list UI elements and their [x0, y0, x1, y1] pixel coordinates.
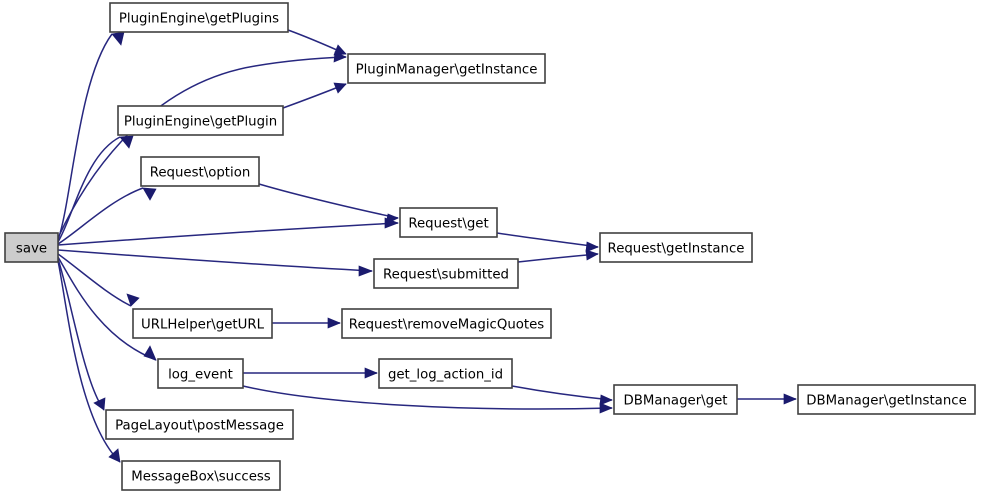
node-save[interactable]: save — [4, 232, 59, 263]
node-request_submitted[interactable]: Request\submitted — [373, 258, 519, 289]
edge-request_get-to-request_get_instance — [496, 232, 599, 253]
edge-save-to-page_layout_post_message — [57, 258, 106, 411]
edge-save-to-plugin_manager_get_instance — [57, 51, 347, 239]
arrowhead-icon — [599, 394, 613, 406]
arrowhead-icon — [333, 82, 347, 94]
arrowhead-icon — [126, 293, 140, 307]
edges-layer — [57, 29, 797, 463]
arrowhead-icon — [108, 448, 121, 463]
node-box[interactable] — [140, 156, 260, 187]
node-db_manager_get_instance[interactable]: DBManager\getInstance — [797, 384, 976, 415]
node-request_remove_magic_quotes[interactable]: Request\removeMagicQuotes — [341, 308, 552, 339]
arrowhead-icon — [599, 402, 613, 414]
arrowhead-icon — [119, 135, 134, 149]
arrowhead-icon — [783, 393, 797, 405]
node-box[interactable] — [105, 409, 294, 440]
node-box[interactable] — [4, 232, 59, 263]
node-box[interactable] — [121, 460, 281, 491]
node-plugin_engine_get_plugin[interactable]: PluginEngine\getPlugin — [117, 105, 284, 136]
edge-save-to-message_box_success — [57, 260, 121, 463]
edge-save-to-request_get — [57, 217, 399, 246]
node-plugin_manager_get_instance[interactable]: PluginManager\getInstance — [347, 53, 546, 84]
edge-db_manager_get-to-db_manager_get_instance — [737, 393, 797, 405]
node-box[interactable] — [373, 258, 519, 289]
edge-save-to-request_submitted — [57, 249, 373, 277]
edge-request_option-to-request_get — [258, 183, 399, 225]
node-box[interactable] — [157, 358, 244, 389]
edge-plugin_engine_get_plugins-to-plugin_manager_get_instance — [287, 29, 347, 56]
node-url_helper_get_url[interactable]: URLHelper\getURL — [132, 308, 273, 339]
arrowhead-icon — [333, 44, 347, 56]
node-box[interactable] — [341, 308, 552, 339]
node-request_get[interactable]: Request\get — [399, 207, 498, 238]
node-box[interactable] — [132, 308, 273, 339]
arrowhead-icon — [143, 345, 157, 361]
node-get_log_action_id[interactable]: get_log_action_id — [378, 358, 513, 389]
node-request_get_instance[interactable]: Request\getInstance — [599, 232, 753, 263]
node-box[interactable] — [797, 384, 976, 415]
edge-request_submitted-to-request_get_instance — [517, 249, 599, 263]
node-plugin_engine_get_plugins[interactable]: PluginEngine\getPlugins — [109, 2, 289, 33]
node-message_box_success[interactable]: MessageBox\success — [121, 460, 281, 491]
arrowhead-icon — [385, 213, 399, 225]
edge-save-to-log_event — [57, 256, 157, 361]
arrowhead-icon — [93, 397, 106, 411]
node-box[interactable] — [613, 384, 738, 415]
edge-log_event-to-db_manager_get — [242, 385, 613, 414]
node-box[interactable] — [109, 2, 289, 33]
arrowhead-icon — [364, 367, 378, 379]
node-box[interactable] — [347, 53, 546, 84]
node-box[interactable] — [399, 207, 498, 238]
node-db_manager_get[interactable]: DBManager\get — [613, 384, 738, 415]
arrowhead-icon — [142, 187, 157, 201]
edge-log_event-to-get_log_action_id — [243, 367, 378, 379]
node-box[interactable] — [378, 358, 513, 389]
node-box[interactable] — [117, 105, 284, 136]
edge-save-to-plugin_engine_get_plugin — [57, 135, 134, 243]
arrowhead-icon — [585, 241, 599, 253]
node-page_layout_post_message[interactable]: PageLayout\postMessage — [105, 409, 294, 440]
node-box[interactable] — [599, 232, 753, 263]
arrowhead-icon — [327, 317, 341, 329]
edge-save-to-plugin_engine_get_plugins — [57, 31, 125, 241]
edge-plugin_engine_get_plugin-to-plugin_manager_get_instance — [282, 82, 347, 109]
edge-url_helper_get_url-to-request_remove_magic_quotes — [272, 317, 341, 329]
node-request_option[interactable]: Request\option — [140, 156, 260, 187]
edge-save-to-request_option — [57, 187, 157, 245]
arrowhead-icon — [111, 31, 125, 46]
edge-save-to-url_helper_get_url — [57, 253, 140, 307]
nodes-layer: save PluginEngine\getPluginsPluginManager… — [4, 2, 976, 491]
arrowhead-icon — [585, 249, 599, 261]
arrowhead-icon — [358, 265, 373, 277]
edge-get_log_action_id-to-db_manager_get — [511, 385, 613, 406]
node-log_event[interactable]: log_event — [157, 358, 244, 389]
